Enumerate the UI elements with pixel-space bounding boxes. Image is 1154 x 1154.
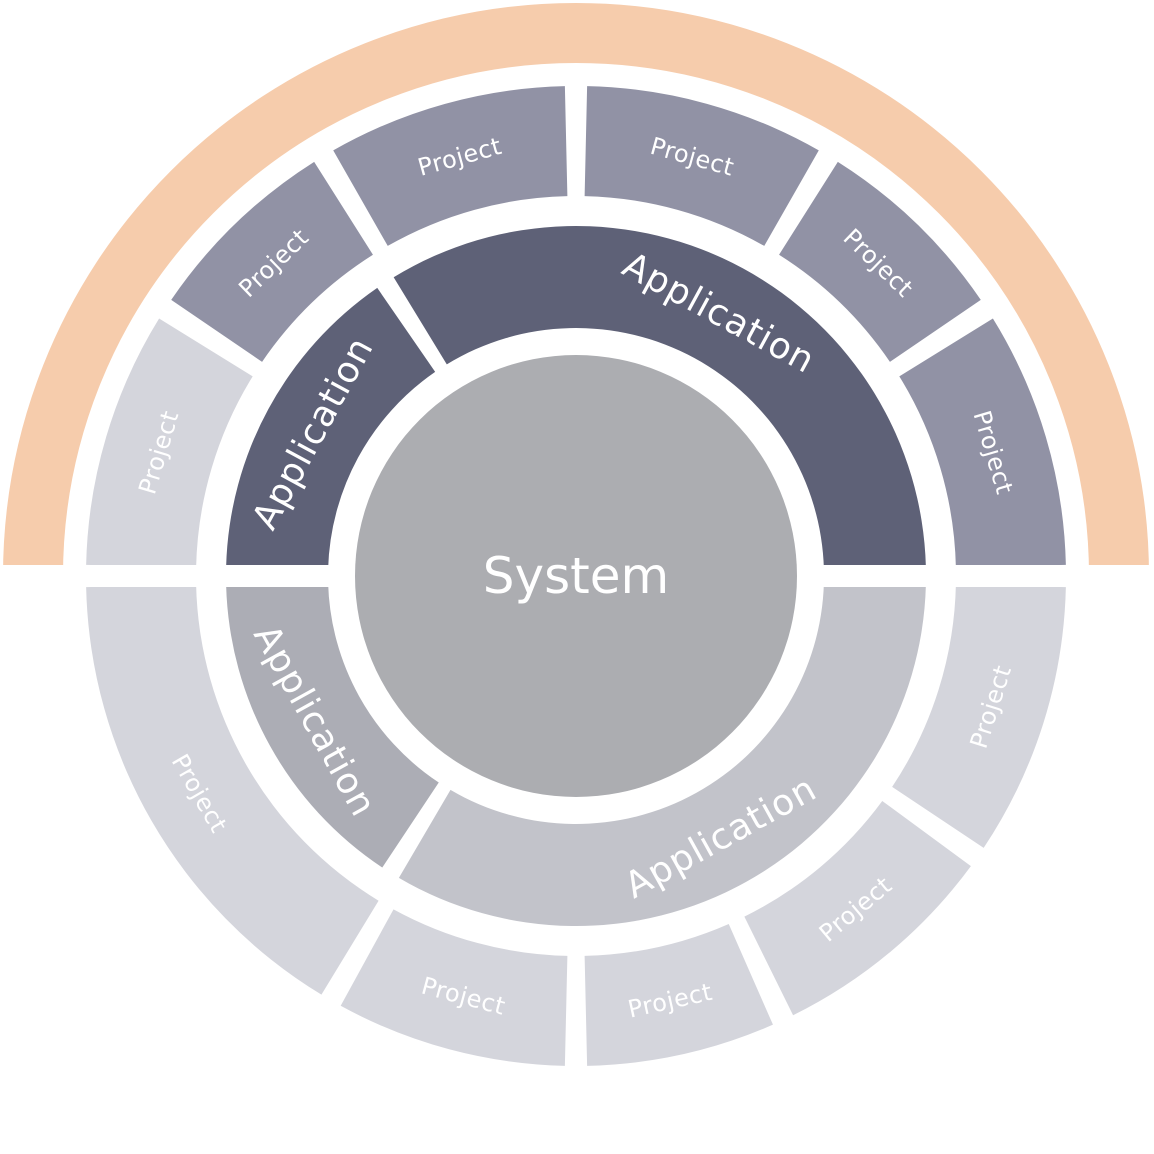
application-segment	[226, 582, 439, 868]
project-segment	[584, 86, 819, 246]
system-circle	[355, 355, 797, 797]
project-segment	[86, 318, 253, 568]
project-segment	[333, 86, 568, 246]
system-label: System	[483, 547, 669, 605]
application-segment	[226, 287, 436, 570]
application-segment	[393, 226, 926, 570]
project-segment	[171, 161, 373, 362]
system-core: System	[355, 355, 797, 797]
application-segment	[398, 582, 926, 926]
application-ring: ApplicationApplicationApplicationApplica…	[0, 226, 1154, 926]
project-segment	[892, 584, 1066, 848]
accent-arc-layer	[3, 3, 1149, 577]
project-segment	[744, 800, 971, 1016]
project-segment	[899, 318, 1066, 568]
project-segment	[86, 584, 379, 995]
project-segment	[584, 923, 773, 1066]
accent-arc	[3, 3, 1149, 577]
project-segment	[779, 161, 981, 362]
project-segment	[340, 909, 568, 1066]
